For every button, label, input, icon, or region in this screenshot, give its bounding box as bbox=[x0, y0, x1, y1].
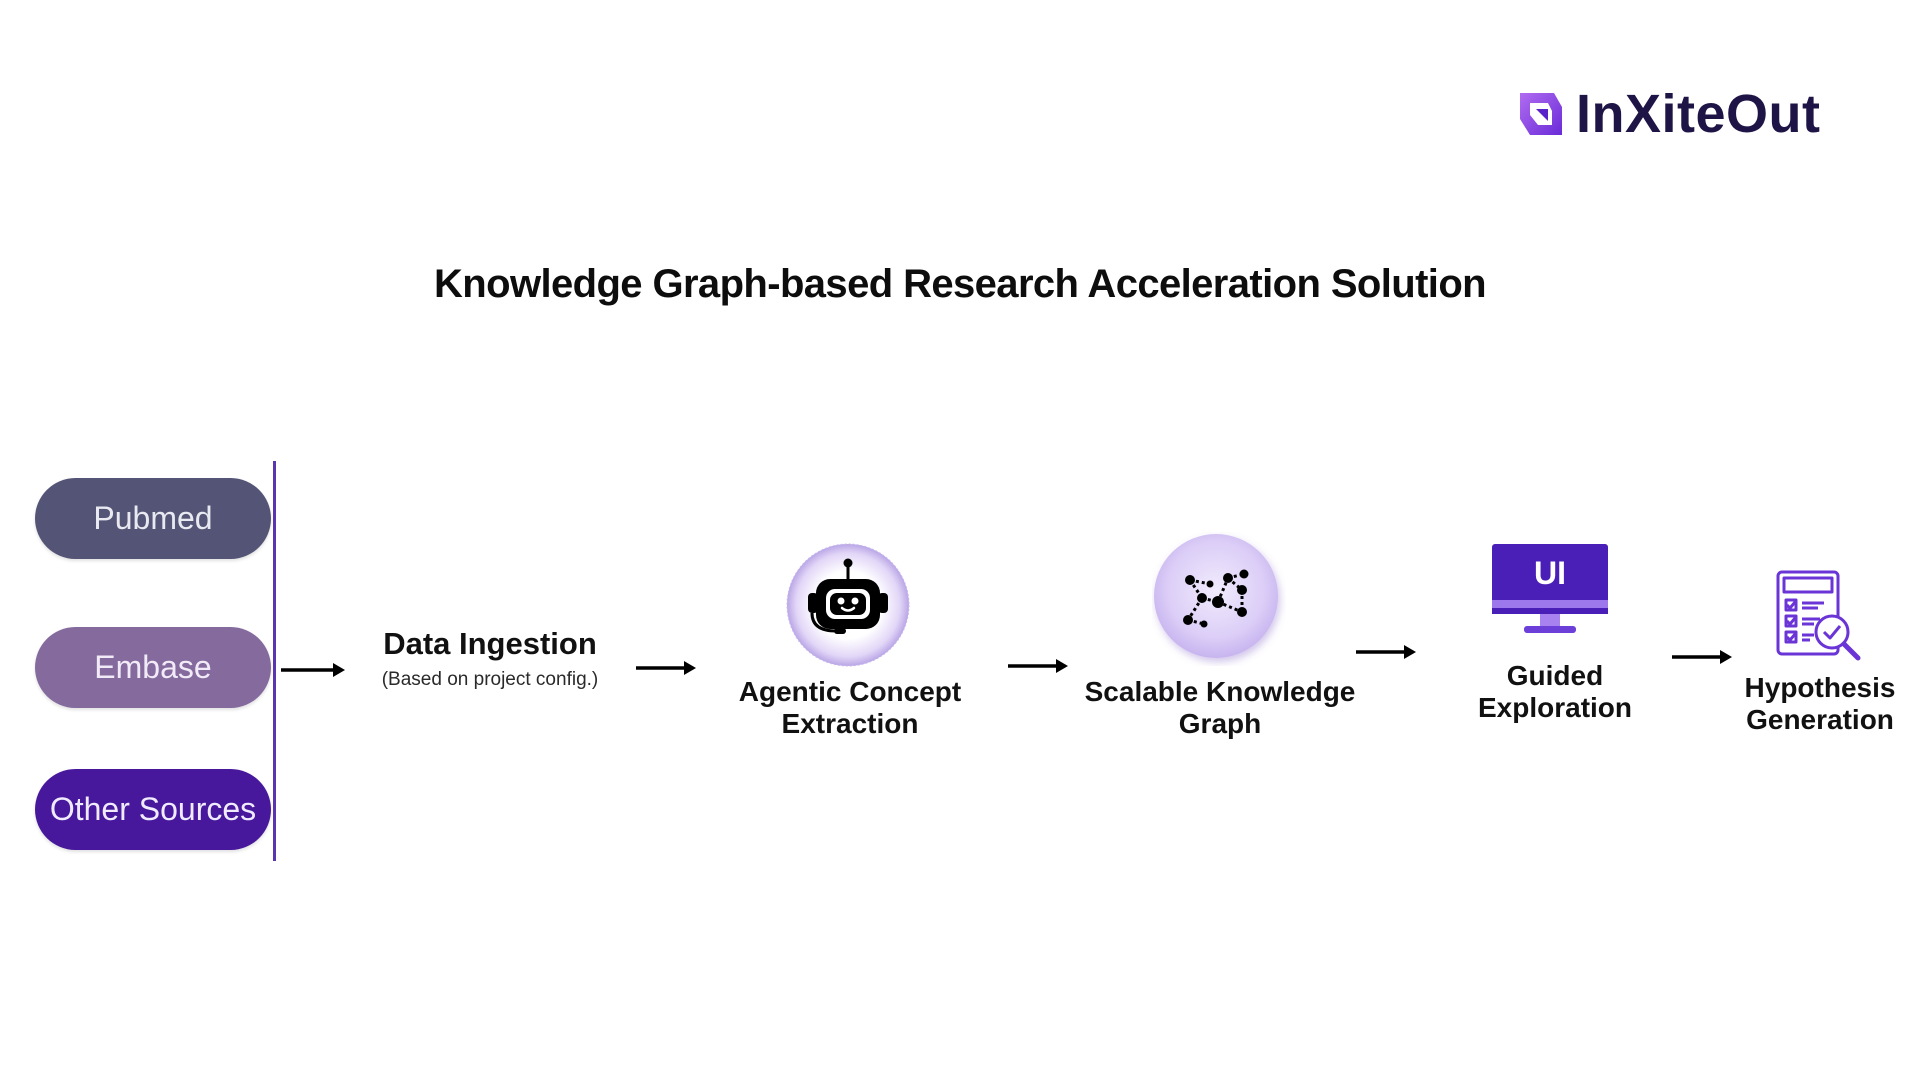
source-other-sources: Other Sources bbox=[35, 769, 271, 850]
brand-name: InXiteOut bbox=[1576, 84, 1821, 144]
data-ingestion-label: Data Ingestion bbox=[383, 626, 597, 661]
ui-monitor-icon: UI bbox=[1490, 542, 1610, 647]
ui-monitor-text: UI bbox=[1534, 555, 1566, 591]
brand-logo: InXiteOut bbox=[1516, 84, 1821, 144]
checklist-search-icon bbox=[1774, 568, 1864, 669]
arrow-extraction-to-graph bbox=[1008, 659, 1068, 673]
guided-exploration-label: Guided Exploration bbox=[1477, 660, 1632, 723]
agentic-concept-extraction-label: Agentic Concept Extraction bbox=[738, 676, 962, 739]
arrow-sources-to-ingestion bbox=[281, 663, 345, 677]
arrow-exploration-to-hypothesis bbox=[1672, 650, 1732, 664]
data-ingestion-note: (Based on project config.) bbox=[381, 669, 599, 690]
robot-icon bbox=[786, 543, 910, 672]
inxiteout-logo-icon bbox=[1520, 93, 1562, 135]
graph-network-icon bbox=[1152, 532, 1286, 671]
scalable-knowledge-graph-label: Scalable Knowledge Graph bbox=[1084, 676, 1356, 739]
source-pubmed: Pubmed bbox=[35, 478, 271, 559]
hypothesis-generation-label: Hypothesis Generation bbox=[1744, 672, 1896, 735]
arrow-graph-to-exploration bbox=[1356, 645, 1416, 659]
arrow-ingestion-to-extraction bbox=[636, 661, 696, 675]
diagram-title: Knowledge Graph-based Research Accelerat… bbox=[433, 262, 1487, 306]
source-embase: Embase bbox=[35, 627, 271, 708]
source-bracket-line bbox=[273, 461, 276, 861]
